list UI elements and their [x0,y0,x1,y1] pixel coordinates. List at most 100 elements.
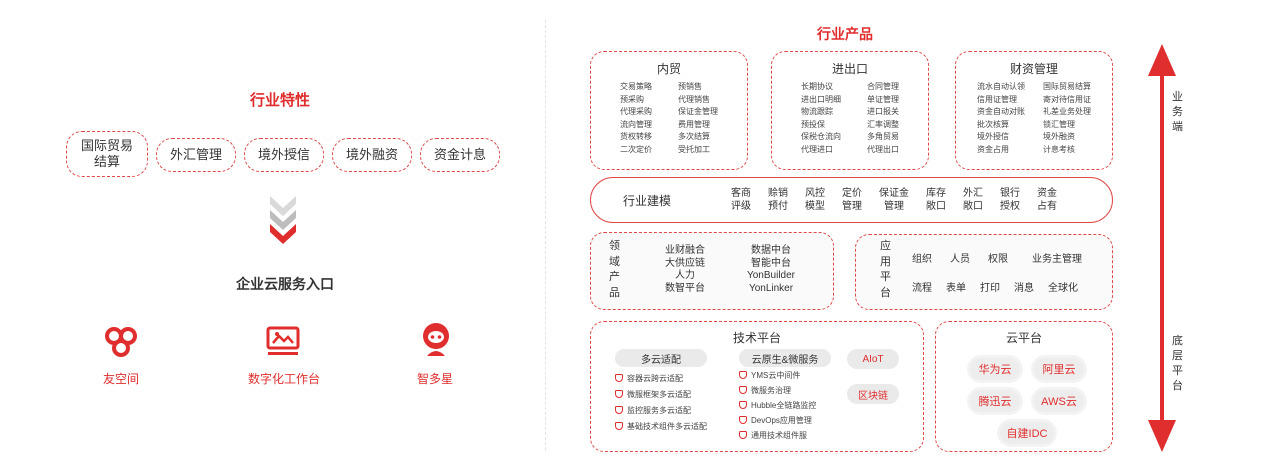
axis-label-platform: 底 层 平 台 [1172,335,1183,392]
shield-check-icon [615,374,623,382]
list-item: 保税仓流向 [801,132,841,141]
entry-label-robot[interactable]: 智多星 [416,372,453,386]
list-item: 预销售 [678,82,702,91]
domestic-trade-items: 交易策略 预采购 代理采购 流向管理 货权转移 二次定价 预销售 代理销售 保证… [591,81,747,156]
shield-check-icon [615,422,623,430]
list-item: 信用证管理 [977,94,1017,104]
modeling-item: 库存 敞口 [926,188,946,212]
list-item: 物流跟踪 [801,107,833,116]
list-item: 货权转移 [620,132,652,141]
list-item: 多次结算 [678,132,710,141]
tech-platform-title: 技术平台 [732,331,781,345]
list-item: 境外授信 [977,132,1009,141]
friend-space-icon [105,327,137,357]
cloud-tencent: 腾迅云 [970,390,1020,412]
list-item: 全球化 [1048,283,1078,294]
cloud-aws: AWS云 [1034,390,1084,412]
list-item: 数据中台 [751,245,791,256]
cloud-huawei: 华为云 [970,358,1020,380]
list-item: 计息考核 [1043,144,1075,154]
industry-modeling-title: 行业建模 [623,193,672,208]
import-export-items: 长期协议 进出口明细 物流跟踪 预投保 保税仓流向 代理进口 合同管理 单证管理… [772,81,928,156]
cloud-aliyun: 阿里云 [1034,358,1084,380]
app-platform-row2: 流程 表单 打印 消息 全球化 [912,279,1078,294]
list-item: 流向管理 [620,119,652,129]
list-item: 流水自动认领 [977,82,1025,91]
list-item: 数智平台 [665,282,705,294]
vertical-axis-arrow-icon [1148,44,1176,452]
multi-cloud-items: 容器云跨云适配 微服框架多云适配 监控服务多云适配 基础技术组件多云适配 [615,371,707,435]
modeling-item: 客商 评级 [731,188,751,212]
list-item: 进口报关 [867,107,899,116]
treasury-box: 财资管理 流水自动认领 信用证管理 资金自动对账 批次核算 境外授信 资金占用 … [955,51,1113,170]
app-platform-title: 应 用 平 台 [880,240,891,299]
list-item: 监控服务多云适配 [615,403,707,419]
axis-label-business: 业 务 端 [1172,91,1183,133]
industry-modeling-bar: 行业建模 客商 评级 赊销 预付 风控 模型 定价 管理 保证金 管理 库存 敞… [590,177,1113,223]
list-item: 流程 [912,283,932,294]
modeling-item: 资金 占有 [1037,188,1057,212]
entry-label-digital-workbench[interactable]: 数字化工作台 [247,372,320,386]
list-item: 通用技术组件服 [739,428,816,443]
feature-pill-trade: 国际贸易 结算 [66,131,148,177]
list-item: 组织 [912,254,932,265]
list-item: 代理进口 [801,144,833,154]
shield-check-icon [739,386,747,394]
domestic-trade-box: 内贸 交易策略 预采购 代理采购 流向管理 货权转移 二次定价 预销售 代理销售… [590,51,748,170]
list-item: 长期协议 [801,82,833,91]
multi-cloud-pill: 多云适配 [615,349,707,367]
industry-products-title: 行业产品 [817,26,873,42]
shield-check-icon [739,431,747,439]
robot-icon [423,323,449,356]
shield-check-icon [615,390,623,398]
list-item: 资金占用 [977,144,1009,154]
modeling-item: 外汇 敞口 [963,188,983,212]
cloud-platform-title: 云平台 [1005,331,1042,345]
shield-check-icon [739,401,747,409]
list-item: 交易策略 [620,82,652,91]
list-item: 微服务治理 [739,383,816,398]
entry-title: 企业云服务入口 [236,276,334,292]
aiot-pill: AIoT [847,349,899,369]
list-item: 大供应链 [665,257,705,269]
list-item: 礼差业务处理 [1043,107,1091,116]
list-item: 代理采购 [620,107,652,116]
modeling-item: 定价 管理 [842,188,862,212]
cloud-idc: 自建IDC [1000,422,1054,444]
digital-workbench-icon [266,326,300,355]
divider [545,20,546,450]
list-item: 基础技术组件多云适配 [615,419,707,435]
import-export-box: 进出口 长期协议 进出口明细 物流跟踪 预投保 保税仓流向 代理进口 合同管理 … [771,51,929,170]
list-item: 批次核算 [977,119,1009,129]
list-item: 锁汇管理 [1043,119,1075,129]
list-item: 二次定价 [620,144,652,154]
feature-pill-interest: 资金计息 [420,138,500,172]
list-item: 国际贸易结算 [1043,82,1091,91]
cloud-platform-box: 云平台 华为云 阿里云 腾迅云 AWS云 自建IDC [935,321,1113,452]
list-item: YonBuilder [746,270,795,281]
list-item: 汇率调整 [867,119,899,129]
list-item: 境外融资 [1043,132,1075,141]
list-item: 保证金管理 [678,107,718,116]
list-item: 寄对待信用证 [1043,94,1091,104]
entry-label-friend-space[interactable]: 友空间 [102,372,139,386]
tech-platform-box: 技术平台 多云适配 容器云跨云适配 微服框架多云适配 监控服务多云适配 基础技术… [590,321,924,452]
modeling-item: 银行 授权 [1000,188,1020,212]
feature-pill-forex: 外汇管理 [156,138,236,172]
industry-features-title: 行业特性 [249,92,310,109]
domain-products-box: 领 域 产 品 业财融合 大供应链 人力 数智平台 数据中台 智能中台 YonB… [590,232,834,310]
list-item: 权限 [988,254,1008,265]
cloud-native-pill: 云原生&微服务 [739,349,831,367]
list-item: 打印 [980,283,1000,294]
domain-products-col1: 业财融合 大供应链 人力 数智平台 [661,245,709,295]
shield-check-icon [739,416,747,424]
list-item: 预投保 [801,119,825,129]
domain-products-col2: 数据中台 智能中台 YonBuilder YonLinker [736,245,806,295]
list-item: 人力 [675,270,695,281]
list-item: YMS云中间件 [739,368,816,383]
feature-pill-credit: 境外授信 [244,138,324,172]
down-chevrons-icon [270,196,296,244]
list-item: 智能中台 [751,257,791,269]
shield-check-icon [615,406,623,414]
cloud-native-items: YMS云中间件 微服务治理 Hubble全链路监控 DevOps应用管理 通用技… [739,368,816,443]
